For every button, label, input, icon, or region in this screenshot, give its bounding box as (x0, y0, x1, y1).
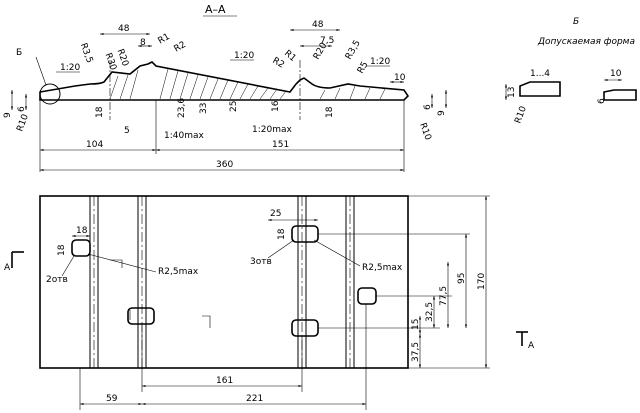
dim-18-right: 18 (325, 106, 335, 118)
dim-6-left: 6 (17, 106, 27, 112)
dim-6-right: 6 (423, 104, 433, 110)
radius-r2-left: R2 (173, 40, 188, 55)
plan-dim-161: 161 (216, 376, 233, 386)
hole-4 (291, 319, 319, 337)
detail-dim-13: 13 (507, 87, 517, 98)
detail-callout-leader (35, 56, 47, 86)
taper-bottom-label: 1:40max (164, 131, 204, 141)
plan-dim-18-top: 18 (76, 226, 88, 236)
hole-3 (291, 225, 319, 243)
radius-r3-5-left: R3,5 (78, 42, 94, 65)
plan-dim-25: 25 (270, 209, 281, 219)
detail-standard-shape (519, 81, 561, 97)
corner-mark-3 (202, 315, 211, 328)
dim-25: 25 (229, 101, 239, 112)
slope-bottom-label: 1:20max (252, 125, 292, 135)
dim-48-right: 48 (312, 20, 324, 30)
dim-23-6: 23,6 (177, 98, 187, 118)
hole-2 (127, 307, 155, 325)
section-title: А–А (205, 3, 226, 16)
plan-holes-3-leader (267, 239, 295, 259)
plan-dim-77-5: 77,5 (439, 286, 449, 306)
detail-view: Б Допускаемая форма 13 1...4 R10 10 6 (504, 17, 637, 125)
plan-radius-right: R2,5max (362, 263, 403, 273)
dim-7-5: 7,5 (320, 36, 334, 46)
section-view: А–А (3, 3, 448, 172)
detail-subtitle: Допускаемая форма (537, 37, 635, 47)
section-mark-left: А (4, 263, 11, 273)
radius-r5: R5 (356, 60, 371, 75)
detail-radius-r10: R10 (513, 105, 529, 125)
radius-r1-left: R1 (157, 32, 172, 47)
dim-151: 151 (272, 140, 289, 150)
plan-radius-right-leader (313, 239, 361, 267)
dim-48-left: 48 (118, 24, 130, 34)
plan-dim-15: 15 (411, 319, 421, 330)
hole-5 (357, 287, 377, 305)
hole-1 (71, 239, 91, 257)
detail-dim-10: 10 (610, 69, 622, 79)
plate-profile-outline (39, 61, 410, 101)
plan-dim-170: 170 (477, 273, 487, 290)
section-mark-right: А (528, 341, 535, 351)
plan-holes-3: 3отв (250, 257, 272, 267)
radius-r2-right: R2 (271, 56, 286, 71)
detail-title: Б (573, 17, 579, 27)
slope-left-label: 1:20 (60, 63, 80, 73)
plan-dim-32-5: 32,5 (425, 302, 435, 322)
plate-plan-outline (39, 195, 409, 369)
dim-5: 5 (124, 126, 130, 136)
detail-callout-label: Б (16, 48, 22, 58)
radius-r3-5-right: R3,5 (344, 39, 363, 62)
plan-view: А А 18 18 2отв R2,5max 25 18 3отв R2,5ma… (4, 195, 535, 410)
plan-dim-18-side: 18 (57, 244, 67, 256)
plan-dim-18-right: 18 (277, 228, 287, 240)
plan-dim-59: 59 (106, 394, 118, 404)
plan-radius-left-leader (87, 253, 157, 273)
slope-right-label: 1:20 (370, 57, 390, 67)
plan-dim-37-5: 37,5 (411, 342, 421, 362)
plan-dim-95: 95 (457, 273, 467, 284)
dim-9-right: 9 (437, 110, 447, 116)
plan-dim-221: 221 (246, 394, 263, 404)
corner-mark-1 (110, 259, 123, 268)
detail-allowed-shape (603, 89, 637, 101)
radius-r10-left: R10 (15, 113, 31, 133)
dim-8: 8 (140, 38, 146, 48)
dim-10: 10 (394, 73, 406, 83)
detail-dim-6: 6 (597, 98, 607, 104)
plan-radius-left: R2,5max (158, 267, 199, 277)
plan-holes-2-leader (61, 255, 75, 277)
dim-9-left: 9 (3, 112, 13, 118)
dim-104: 104 (86, 140, 103, 150)
plan-holes-2: 2отв (46, 275, 68, 285)
detail-callout-circle (39, 83, 61, 105)
radius-r10-right: R10 (417, 122, 433, 142)
slope-top-label: 1:20 (234, 51, 254, 61)
detail-dim-1-4: 1...4 (530, 69, 550, 79)
dim-360: 360 (216, 160, 233, 170)
dim-16: 16 (271, 100, 281, 112)
radius-r30: R30 (102, 52, 118, 72)
dim-33: 33 (199, 103, 209, 114)
dim-18-left: 18 (95, 106, 105, 118)
section-hatching (109, 68, 386, 100)
